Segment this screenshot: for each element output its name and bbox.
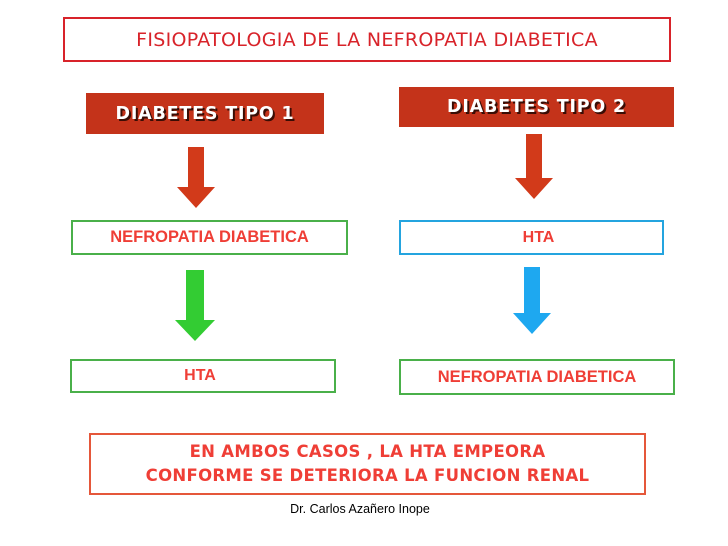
conclusion-line-2: CONFORME SE DETERIORA LA FUNCION RENAL bbox=[145, 466, 590, 485]
arrow-down-blue-icon bbox=[513, 267, 551, 334]
conclusion-box: EN AMBOS CASOS , LA HTA EMPEORA CONFORME… bbox=[89, 433, 646, 495]
arrow-down-red-left-icon bbox=[177, 147, 215, 208]
arrow-down-green-icon bbox=[175, 270, 215, 341]
conclusion-line-1: EN AMBOS CASOS , LA HTA EMPEORA bbox=[189, 442, 546, 461]
author-credit: Dr. Carlos Azañero Inope bbox=[290, 502, 430, 516]
left-hta-box: HTA bbox=[70, 359, 336, 393]
page-title: FISIOPATOLOGIA DE LA NEFROPATIA DIABETIC… bbox=[63, 17, 671, 62]
right-hta-box: HTA bbox=[399, 220, 664, 255]
diabetes-type-2-box: DIABETES TIPO 2 bbox=[399, 87, 674, 127]
arrow-down-red-right-icon bbox=[515, 134, 553, 199]
right-nefropatia-box: NEFROPATIA DIABETICA bbox=[399, 359, 675, 395]
left-nefropatia-box: NEFROPATIA DIABETICA bbox=[71, 220, 348, 255]
diabetes-type-1-box: DIABETES TIPO 1 bbox=[86, 93, 324, 134]
